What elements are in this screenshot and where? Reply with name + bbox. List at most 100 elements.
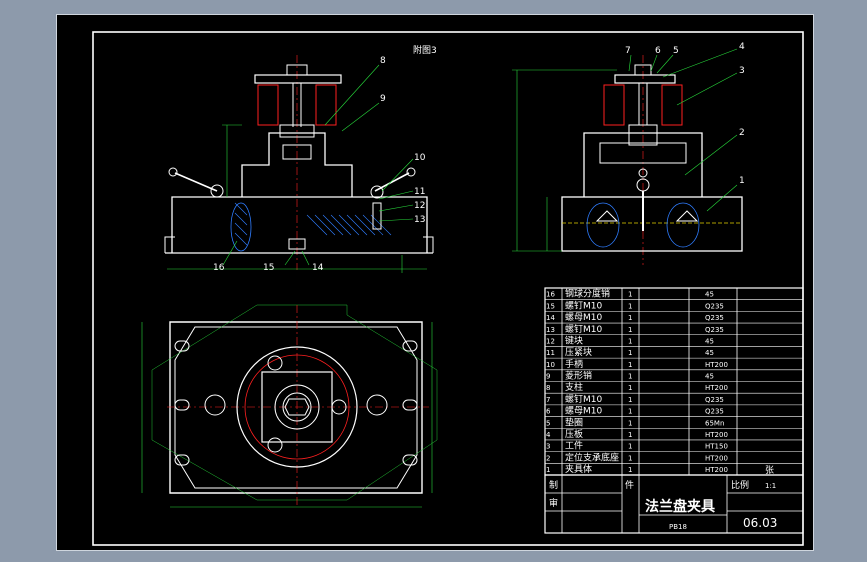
bom-name-cell: 夹具体 — [565, 463, 592, 475]
bom-qty-cell: 1 — [628, 443, 632, 451]
bom-qty-cell: 1 — [628, 302, 632, 310]
side-clamp-plate — [614, 74, 676, 84]
front-support-body — [241, 132, 353, 197]
bom-no-cell: 2 — [546, 454, 550, 462]
bom-qty-cell: 1 — [628, 454, 632, 462]
bom-name-cell: 螺钉M10 — [565, 394, 602, 405]
bom-material-cell: 45 — [705, 291, 714, 299]
bom-material-cell: HT150 — [705, 443, 728, 451]
front-section-hatch — [234, 202, 392, 246]
bom-name-cell: 螺钉M10 — [565, 324, 602, 335]
bom-name-cell: 键块 — [565, 334, 583, 346]
callout-12: 12 — [414, 201, 425, 211]
callout-1: 1 — [739, 176, 745, 186]
bom-qty-cell: 1 — [628, 419, 632, 427]
bom-no-cell: 14 — [546, 314, 555, 322]
bom-qty-cell: 1 — [628, 349, 632, 357]
bom-name-cell: 压紧块 — [565, 346, 592, 358]
callout-13: 13 — [414, 215, 425, 225]
callout-2: 2 — [739, 128, 745, 138]
title-scale-label: 比例 — [731, 479, 749, 491]
bom-name-cell: 垫圈 — [565, 416, 583, 428]
bom-name-cell: 螺母M10 — [565, 312, 602, 323]
bom-qty-cell: 1 — [628, 431, 632, 439]
bom-qty-cell: 1 — [628, 291, 632, 299]
bom-no-cell: 12 — [546, 337, 555, 345]
title-scale-value: 1:1 — [765, 482, 776, 490]
bom-no-cell: 11 — [546, 349, 555, 357]
bom-material-cell: HT200 — [705, 361, 728, 369]
cad-viewport[interactable]: 附图3 — [56, 14, 814, 551]
bom-no-cell: 16 — [546, 291, 555, 299]
bom-qty-cell: 1 — [628, 337, 632, 345]
bom-no-cell: 8 — [546, 384, 550, 392]
front-handle-right — [374, 172, 410, 192]
callout-16: 16 — [213, 263, 225, 273]
front-clamp-plate — [254, 74, 342, 84]
bom-material-cell: HT200 — [705, 431, 728, 439]
bom-no-cell: 15 — [546, 302, 555, 310]
callout-6: 6 — [655, 46, 661, 56]
bom-material-cell: 45 — [705, 373, 714, 381]
bom-material-cell: Q235 — [705, 408, 724, 416]
title-qty-label: 件 — [625, 479, 634, 491]
top-locating-disc — [236, 346, 358, 468]
callout-10: 10 — [414, 153, 426, 163]
callout-7: 7 — [625, 46, 631, 56]
bom-no-cell: 1 — [546, 466, 550, 474]
bom-qty-cell: 1 — [628, 314, 632, 322]
bom-material-cell: HT200 — [705, 466, 728, 474]
title-block — [544, 474, 804, 534]
bom-qty-cell: 1 — [628, 396, 632, 404]
bom-no-cell: 5 — [546, 419, 550, 427]
bom-material-cell: 45 — [705, 337, 714, 345]
bom-no-cell: 7 — [546, 396, 550, 404]
bom-qty-cell: 1 — [628, 384, 632, 392]
callout-3: 3 — [739, 66, 745, 76]
bom-name-cell: 钢球分度销 — [565, 288, 610, 300]
top-view — [141, 304, 438, 508]
bom-no-cell: 9 — [546, 373, 550, 381]
bom-material-cell: HT200 — [705, 454, 728, 462]
bom-name-cell: 压板 — [565, 428, 583, 440]
bom-no-cell: 10 — [546, 361, 555, 369]
bom-material-cell: 45 — [705, 349, 714, 357]
title-pages-label: 张 — [765, 465, 774, 476]
callout-9: 9 — [380, 94, 386, 104]
title-company: PB18 — [669, 523, 687, 531]
title-sheet-no: 06.03 — [743, 516, 777, 530]
bom-qty-cell: 1 — [628, 408, 632, 416]
bom-no-cell: 4 — [546, 431, 551, 439]
bom-material-cell: Q235 — [705, 314, 724, 322]
bom-material-cell: HT200 — [705, 384, 728, 392]
bom-qty-cell: 1 — [628, 373, 632, 381]
front-view — [164, 55, 434, 273]
bom-no-cell: 3 — [546, 443, 550, 451]
bom-material-cell: Q235 — [705, 326, 724, 334]
title-drawn-label: 制 — [549, 479, 558, 491]
sheet-title: 附图3 — [413, 44, 437, 56]
front-handle-left — [174, 172, 218, 192]
callout-15: 15 — [263, 263, 274, 273]
top-base-outline — [169, 321, 423, 494]
bom-material-cell: Q235 — [705, 396, 724, 404]
bom-no-cell: 6 — [546, 408, 551, 416]
drawing-canvas: 附图3 — [92, 31, 804, 546]
title-check-label: 审 — [549, 497, 558, 509]
bom-qty-cell: 1 — [628, 361, 632, 369]
bom-name-cell: 螺母M10 — [565, 406, 602, 417]
callout-11: 11 — [414, 187, 425, 197]
front-base — [171, 196, 428, 253]
side-view — [512, 48, 743, 265]
bom-name-cell: 手柄 — [565, 358, 583, 370]
bom-qty-cell: 1 — [628, 466, 632, 474]
callout-8: 8 — [380, 56, 386, 66]
bom-name-cell: 定位支承底座 — [565, 451, 619, 463]
callout-14: 14 — [312, 263, 324, 273]
bom-name-cell: 菱形销 — [565, 370, 592, 382]
bom-name-cell: 支柱 — [565, 381, 583, 393]
callout-4: 4 — [739, 42, 745, 52]
bom-name-cell: 工件 — [565, 440, 583, 452]
side-support-body — [583, 132, 703, 197]
bom-no-cell: 13 — [546, 326, 555, 334]
